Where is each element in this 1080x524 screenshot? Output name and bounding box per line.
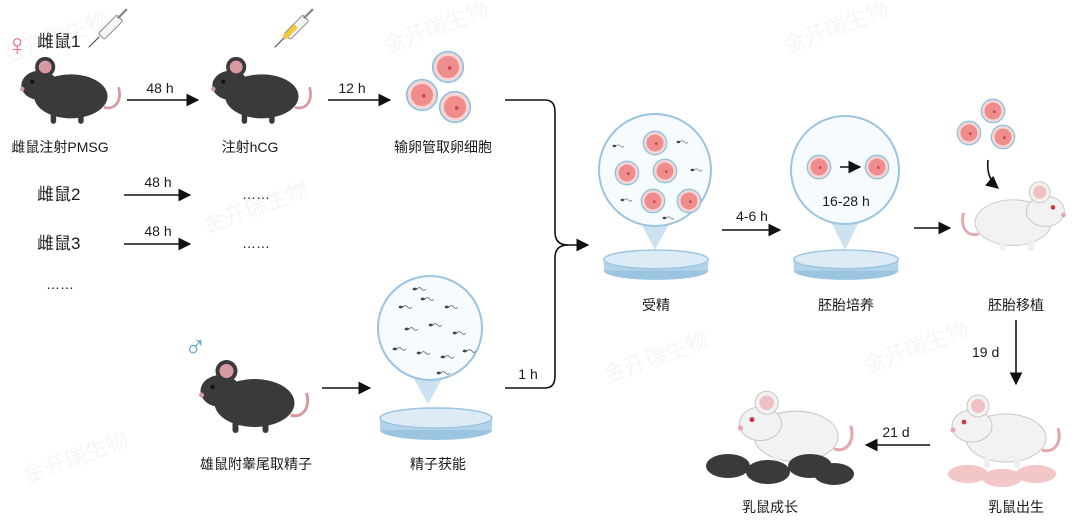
syringe-pmsg-icon <box>87 7 129 49</box>
label-embryo-culture: 胚胎培养 <box>818 297 874 313</box>
pup-dark <box>814 463 854 485</box>
label-collect-eggs: 输卵管取卵细胞 <box>394 139 492 155</box>
embryo-zoom-circle <box>790 115 900 225</box>
dish-fertilization <box>603 249 709 281</box>
connector-eggs <box>505 99 590 252</box>
time-19d: 19 d <box>972 344 1000 360</box>
label-female3: 雌鼠3 <box>37 234 81 253</box>
embryo-icon <box>956 120 982 146</box>
mother-white-mouse <box>948 393 1061 470</box>
dish-culture <box>793 249 899 281</box>
egg-icon <box>438 90 472 124</box>
connector-sperm <box>505 244 569 389</box>
male-symbol-icon: ♂ <box>184 331 207 364</box>
egg-icon <box>405 78 439 112</box>
female-symbol-icon: ♀ <box>6 29 29 62</box>
egg-icon <box>806 154 832 180</box>
label-inject-hcg: 注射hCG <box>221 139 279 155</box>
female-mouse-1 <box>18 55 122 126</box>
time-21d: 21 d <box>882 424 910 440</box>
time-16-28h: 16-28 h <box>822 193 870 209</box>
dish-capacitation <box>379 407 493 441</box>
egg-icon <box>676 188 702 214</box>
label-fertilization: 受精 <box>642 297 670 313</box>
mother-white-mouse <box>736 389 854 470</box>
label-embryo-transfer: 胚胎移植 <box>988 297 1044 313</box>
time-48h-f3: 48 h <box>144 223 172 239</box>
egg-icon <box>864 154 890 180</box>
female-mouse-hcg <box>209 55 313 126</box>
label-capacitation: 精子获能 <box>410 456 466 472</box>
male-mouse <box>197 358 310 435</box>
embryo-icon <box>980 98 1006 124</box>
egg-icon <box>431 50 465 84</box>
label-pups-grow: 乳鼠成长 <box>742 499 798 515</box>
time-48h-f2: 48 h <box>144 174 172 190</box>
label-pups-born: 乳鼠出生 <box>988 499 1044 515</box>
label-female1: 雌鼠1 <box>37 32 81 51</box>
pup-dark <box>746 460 790 484</box>
time-1h: 1 h <box>518 366 538 382</box>
label-inject-pmsg: 雌鼠注射PMSG <box>11 139 109 155</box>
label-male-collect: 雄鼠附睾尾取精子 <box>200 456 312 472</box>
time-48h: 48 h <box>146 80 174 96</box>
hcg-liquid <box>282 24 298 40</box>
egg-icon <box>652 158 678 184</box>
time-12h: 12 h <box>338 80 366 96</box>
label-female2: 雌鼠2 <box>37 185 81 204</box>
pup-pink <box>1016 465 1056 483</box>
arrow-to-surrogate <box>985 159 999 189</box>
egg-icon <box>642 130 668 156</box>
embryo-icon <box>990 124 1016 150</box>
ellipsis-f2: …… <box>242 186 270 202</box>
ellipsis-f3: …… <box>242 235 270 251</box>
ellipsis-females: …… <box>46 276 74 292</box>
egg-icon <box>614 160 640 186</box>
surrogate-white-mouse <box>960 180 1068 253</box>
pup-pink <box>982 469 1022 487</box>
sperm-zoom-circle <box>377 275 483 381</box>
pup-dark <box>706 454 750 478</box>
time-4-6h: 4-6 h <box>736 208 768 224</box>
egg-icon <box>640 188 666 214</box>
pup-pink <box>948 465 988 483</box>
